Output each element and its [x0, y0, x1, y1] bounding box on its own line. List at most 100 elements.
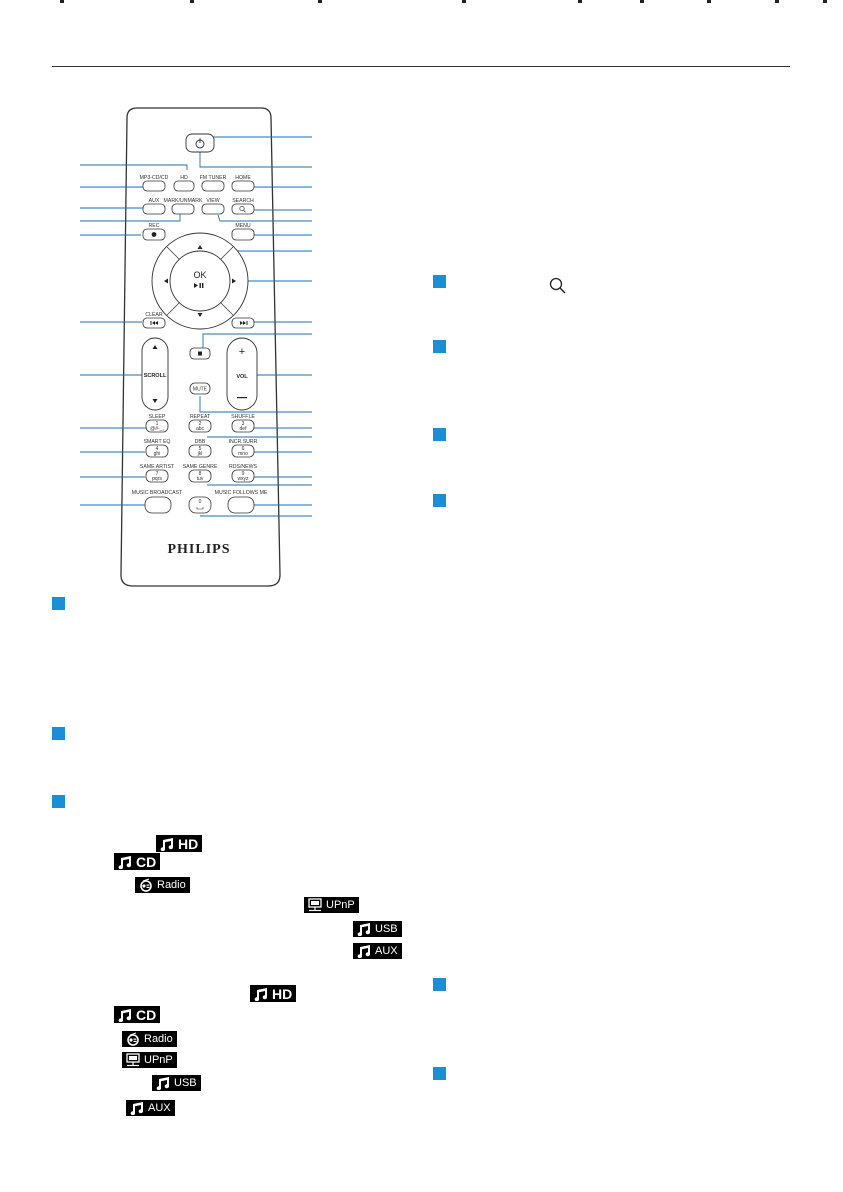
clear-label: CLEAR — [145, 312, 163, 318]
bullet-square — [433, 275, 446, 288]
rec-label: REC — [149, 223, 160, 229]
svg-text:def: def — [240, 426, 248, 432]
bullet-square — [433, 1067, 446, 1080]
svg-text:@#-_,: @#-_, — [150, 426, 164, 432]
upnp-badge-2: UPnP — [122, 1052, 177, 1068]
view-button[interactable] — [201, 203, 225, 215]
network-icon — [126, 1053, 140, 1067]
smarteq-label: SMART EQ — [144, 439, 171, 445]
note-icon — [156, 1077, 170, 1090]
svg-text:pqrs: pqrs — [152, 476, 162, 482]
key-1[interactable]: 1@#-_, — [145, 419, 169, 433]
mp3cd-button[interactable] — [142, 180, 166, 192]
previous-button[interactable] — [142, 317, 166, 329]
power-button[interactable] — [185, 133, 215, 153]
mute-label: MUTE — [193, 387, 208, 393]
search-button[interactable] — [231, 203, 255, 215]
bullet-square — [433, 978, 446, 991]
svg-text:abc: abc — [196, 426, 205, 432]
menu-button[interactable] — [231, 228, 255, 241]
arrow-down-icon — [197, 313, 203, 317]
callout-lines — [80, 136, 312, 517]
mp3cd-label: MP3-CD/CD — [140, 175, 169, 181]
bullet-square — [52, 597, 65, 610]
hd-button[interactable] — [173, 180, 195, 192]
vol-label: VOL — [236, 374, 248, 380]
usb-badge-2: USB — [152, 1075, 201, 1091]
scroll-down-icon — [152, 399, 158, 403]
volume-rocker[interactable]: + VOL — [226, 337, 258, 411]
stop-button[interactable] — [189, 347, 211, 360]
note-icon — [118, 1008, 132, 1022]
header-rule — [52, 66, 790, 67]
bullet-square — [52, 727, 65, 740]
radio-icon — [127, 1032, 139, 1046]
note-icon — [254, 987, 268, 1001]
remote-control-illustration: MP3-CD/CD HD FM TUNER HOME AUX MARK/UNMA… — [80, 107, 312, 587]
search-label: SEARCH — [232, 198, 254, 204]
svg-text:9: 9 — [242, 471, 245, 477]
scroll-rocker[interactable]: SCROLL — [141, 337, 169, 411]
stop-icon — [198, 351, 202, 356]
next-button[interactable] — [231, 317, 255, 329]
radio-badge: Radio — [135, 877, 190, 893]
home-button[interactable] — [231, 180, 255, 192]
fmtuner-button[interactable] — [201, 180, 225, 192]
svg-text:0: 0 — [199, 499, 202, 505]
incrsurr-label: INCR.SURR — [229, 439, 258, 445]
dbb-label: DBB — [195, 439, 206, 445]
hd-badge: HD — [156, 835, 203, 852]
play-pause-icon — [194, 283, 198, 288]
arrow-up-icon — [197, 245, 203, 249]
musicfollows-label: MUSIC FOLLOWS ME — [215, 490, 268, 496]
key-0[interactable]: 0 — [188, 496, 212, 514]
arrow-left-icon — [164, 278, 168, 284]
ok-label: OK — [193, 270, 206, 280]
svg-text:6: 6 — [242, 446, 245, 452]
svg-text:1: 1 — [156, 421, 159, 427]
sleep-label: SLEEP — [149, 414, 166, 420]
mute-button[interactable]: MUTE — [189, 382, 211, 395]
previous-icon — [152, 321, 158, 325]
magnifier-icon — [239, 205, 245, 212]
note-icon — [130, 1102, 144, 1115]
navigation-pad[interactable]: OK — [151, 232, 249, 330]
scroll-label: SCROLL — [144, 373, 167, 379]
svg-text:8: 8 — [199, 471, 202, 477]
aux-badge-2: AUX — [126, 1100, 175, 1116]
usb-badge: USB — [353, 921, 402, 937]
bullet-square — [52, 795, 65, 808]
bullet-square — [433, 494, 446, 507]
remote-body — [120, 107, 281, 587]
sameartist-label: SAME ARTIST — [140, 464, 175, 470]
shuffle-label: SHUFFLE — [231, 414, 255, 420]
note-icon — [357, 945, 371, 958]
music-broadcast-button[interactable] — [144, 496, 172, 514]
search-icon — [549, 277, 566, 294]
aux-button[interactable] — [142, 203, 166, 215]
bullet-square — [433, 428, 446, 441]
plus-icon: + — [239, 346, 245, 358]
samegenre-label: SAME GENRE — [183, 464, 218, 470]
menu-label: MENU — [235, 223, 251, 229]
bullet-square — [433, 340, 446, 353]
hd-label: HD — [180, 175, 188, 181]
rec-button[interactable] — [142, 228, 166, 241]
svg-text:2: 2 — [199, 421, 202, 427]
top-crop-marks — [0, 0, 843, 3]
scroll-up-icon — [152, 345, 158, 349]
cd-badge-2: CD — [114, 1006, 161, 1023]
space-icon — [196, 507, 204, 510]
note-icon — [357, 923, 371, 936]
mark-button[interactable] — [171, 203, 195, 215]
music-follows-me-button[interactable] — [227, 496, 255, 514]
rdsnews-label: RDS/NEWS — [229, 464, 257, 470]
